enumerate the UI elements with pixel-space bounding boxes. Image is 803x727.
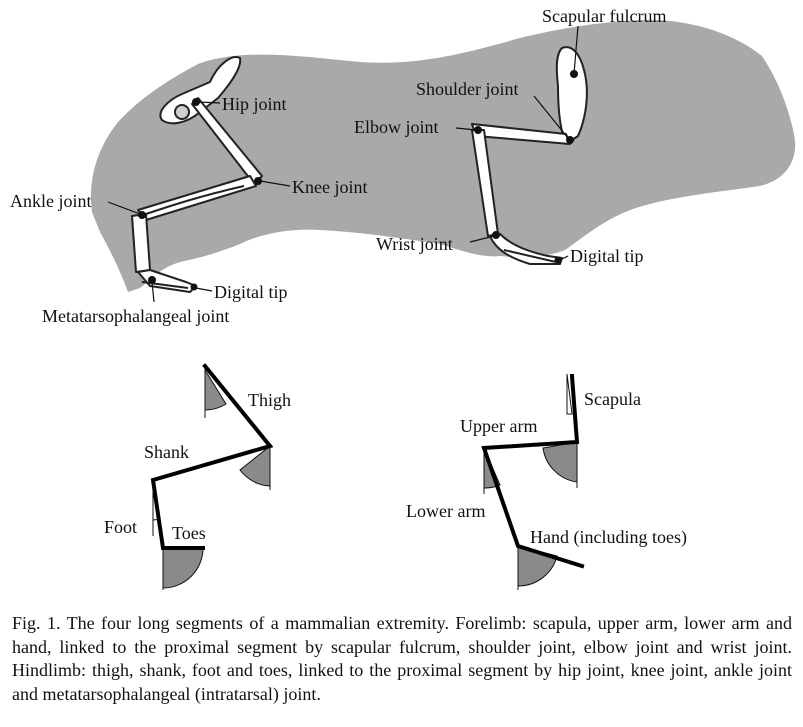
forelimb-diagram	[481, 373, 585, 590]
ankle-joint-dot	[138, 211, 146, 219]
label-wrist-joint: Wrist joint	[376, 234, 453, 254]
knee-joint-dot	[254, 177, 262, 185]
fore-digital-tip-dot	[554, 256, 562, 264]
wrist-joint-dot	[492, 231, 500, 239]
label-digital-tip-hind: Digital tip	[214, 282, 288, 302]
label-lower-arm: Lower arm	[406, 501, 485, 521]
label-foot: Foot	[104, 517, 137, 537]
label-hip-joint: Hip joint	[222, 94, 287, 114]
scapula-bone	[555, 46, 588, 145]
label-hand: Hand (including toes)	[530, 527, 687, 548]
label-thigh: Thigh	[248, 390, 291, 410]
label-scapular-fulcrum: Scapular fulcrum	[542, 6, 666, 26]
elbow-joint-dot	[474, 126, 482, 134]
foot-bones	[131, 213, 151, 273]
label-upper-arm: Upper arm	[460, 416, 537, 436]
label-digital-tip-fore: Digital tip	[570, 246, 644, 266]
pelvis-foramen	[174, 104, 190, 120]
figure-caption: Fig. 1. The four long segments of a mamm…	[12, 613, 792, 704]
label-metatarsophalangeal-joint: Metatarsophalangeal joint	[42, 306, 229, 326]
label-ankle-joint: Ankle joint	[10, 191, 92, 211]
figure-illustration: Hip joint Knee joint Ankle joint Digital…	[10, 6, 796, 590]
mtp-joint-dot	[148, 276, 156, 284]
forelimb-segments	[481, 373, 585, 569]
scapular-angle-wedge	[566, 373, 573, 415]
leader-lines	[107, 25, 579, 303]
hindlimb-segments	[150, 363, 274, 550]
mtp-angle-wedge	[162, 547, 204, 589]
hindlimb-skeleton	[131, 56, 263, 293]
shoulder-angle-wedge	[542, 441, 578, 483]
label-scapula: Scapula	[584, 389, 641, 409]
label-elbow-joint: Elbow joint	[354, 117, 439, 137]
hindlimb-diagram	[150, 363, 274, 590]
label-toes: Toes	[172, 523, 206, 543]
label-shoulder-joint: Shoulder joint	[416, 79, 519, 99]
hip-angle-wedge	[204, 368, 227, 411]
animal-silhouette	[91, 19, 796, 293]
knee-angle-wedge	[239, 444, 271, 487]
hind-digital-tip-dot	[190, 283, 198, 291]
label-knee-joint: Knee joint	[292, 177, 367, 197]
fibula-bone	[145, 185, 245, 215]
hand-bones	[489, 233, 563, 265]
hip-joint-dot	[192, 98, 200, 106]
label-shank: Shank	[144, 442, 189, 462]
